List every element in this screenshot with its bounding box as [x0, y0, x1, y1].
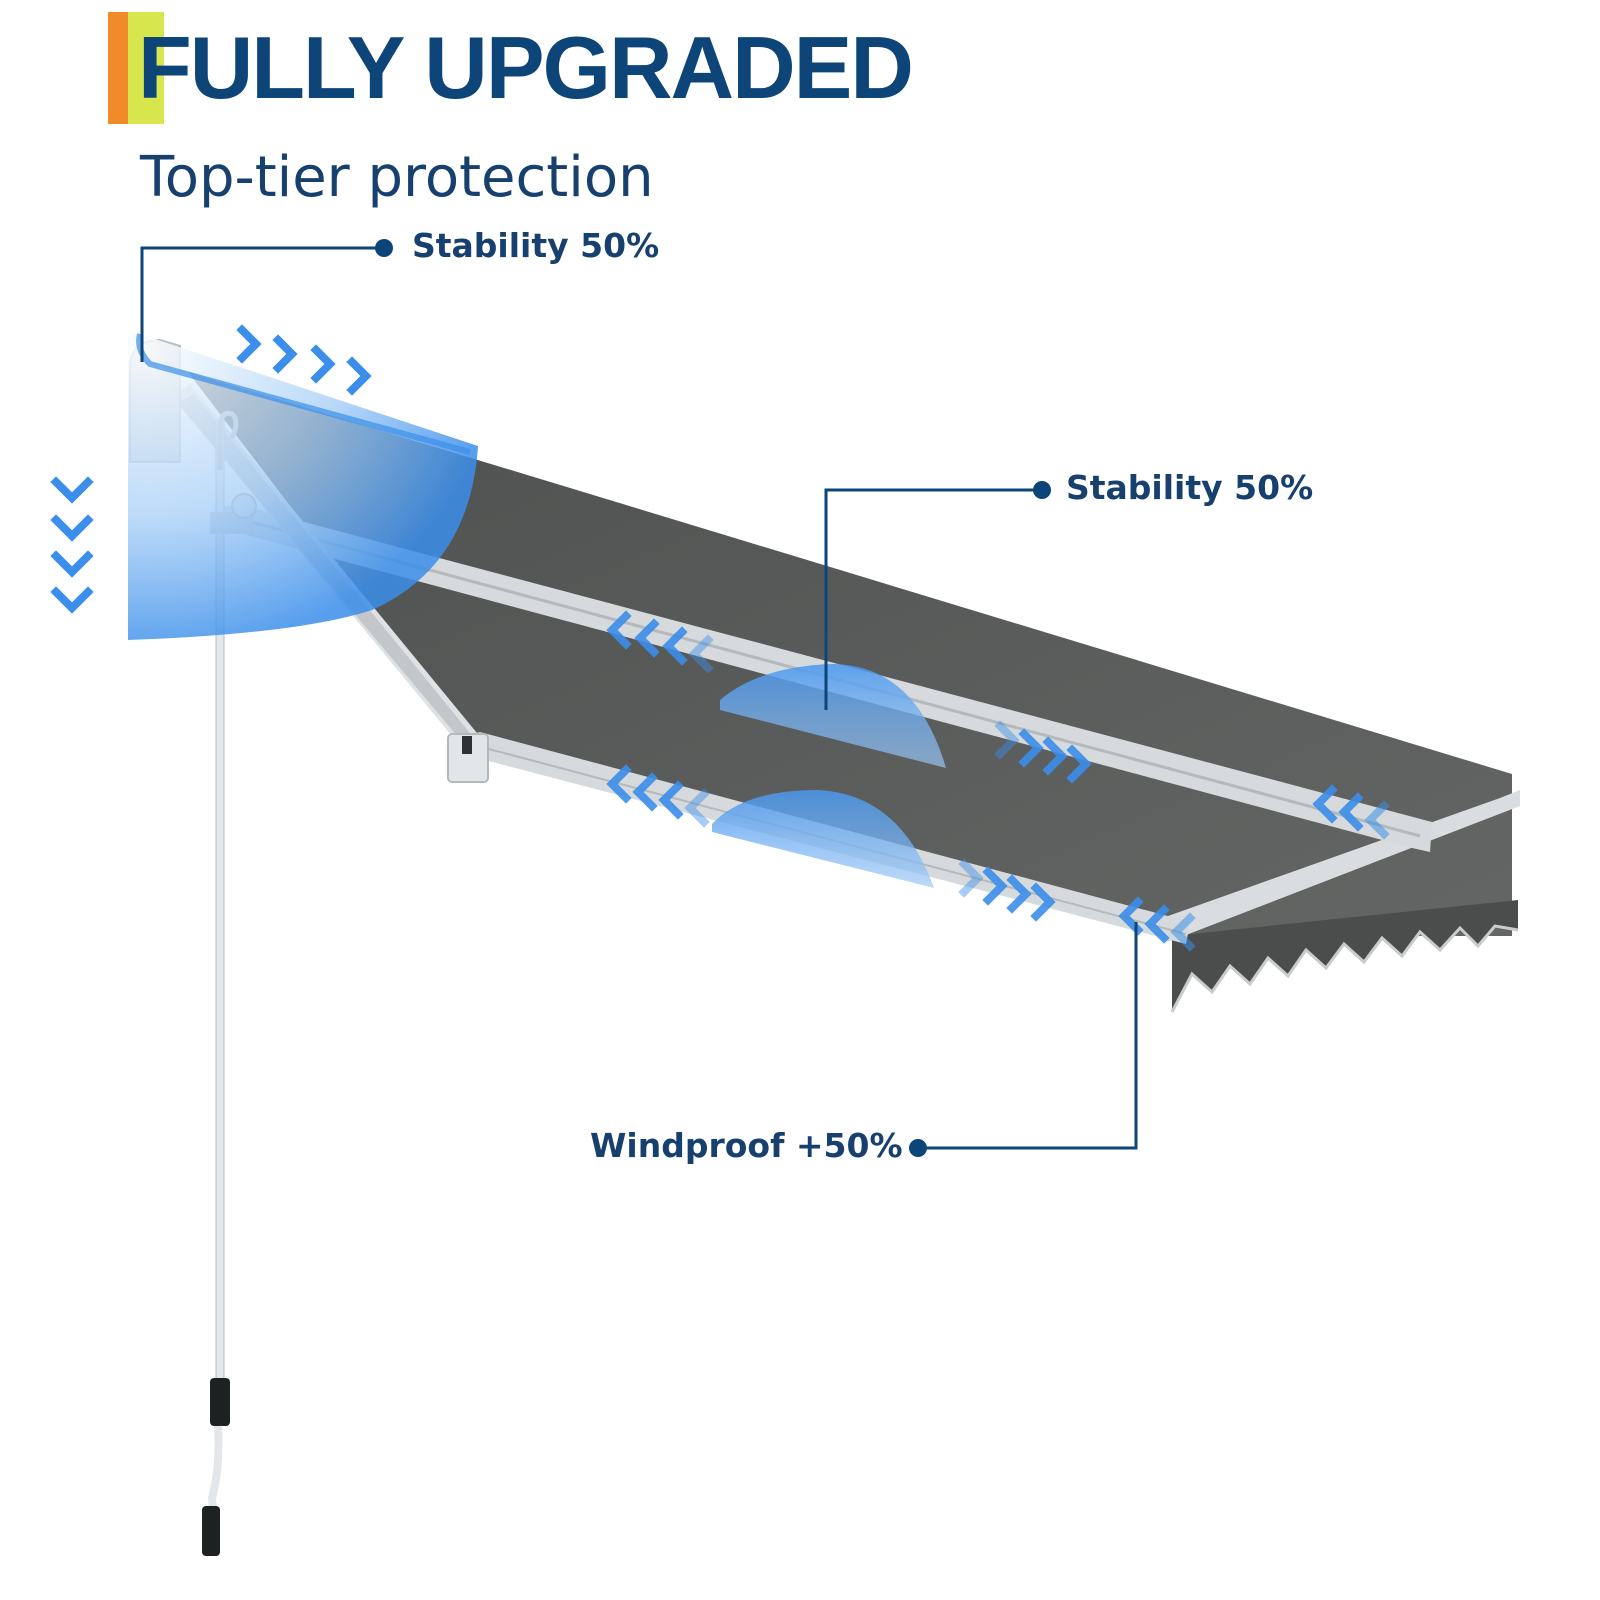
- dot-icon-3: [909, 1139, 927, 1157]
- tag-bar-lime: [128, 12, 164, 124]
- half-dome-icon: [720, 664, 946, 768]
- dot-icon-2: [1033, 481, 1051, 499]
- page-subtitle: Top-tier protection: [140, 145, 654, 210]
- callout-stability-top: Stability 50%: [412, 226, 660, 265]
- valance-edge: [1170, 924, 1519, 1013]
- callout-leader-3: [918, 922, 1138, 1150]
- crank-grip-bottom: [202, 1506, 220, 1556]
- chevron-down-icon: [56, 482, 88, 608]
- crank-grip-top: [210, 1378, 230, 1426]
- callout-stability-middle: Stability 50%: [1066, 468, 1314, 507]
- callout-windproof: Windproof +50%: [590, 1126, 903, 1165]
- awning-valance: [1172, 900, 1518, 1012]
- crank-handle: [207, 1425, 223, 1521]
- callout-leader-1: [140, 246, 384, 362]
- tag-bar-orange: [108, 12, 128, 124]
- dot-icon: [375, 239, 393, 257]
- page-title: FULLY UPGRADED: [138, 18, 914, 117]
- awning-canopy: [188, 372, 1512, 936]
- corner-highlight: [128, 334, 478, 640]
- half-dome-icon-lower: [712, 790, 934, 888]
- callout-leader-2: [824, 488, 1042, 710]
